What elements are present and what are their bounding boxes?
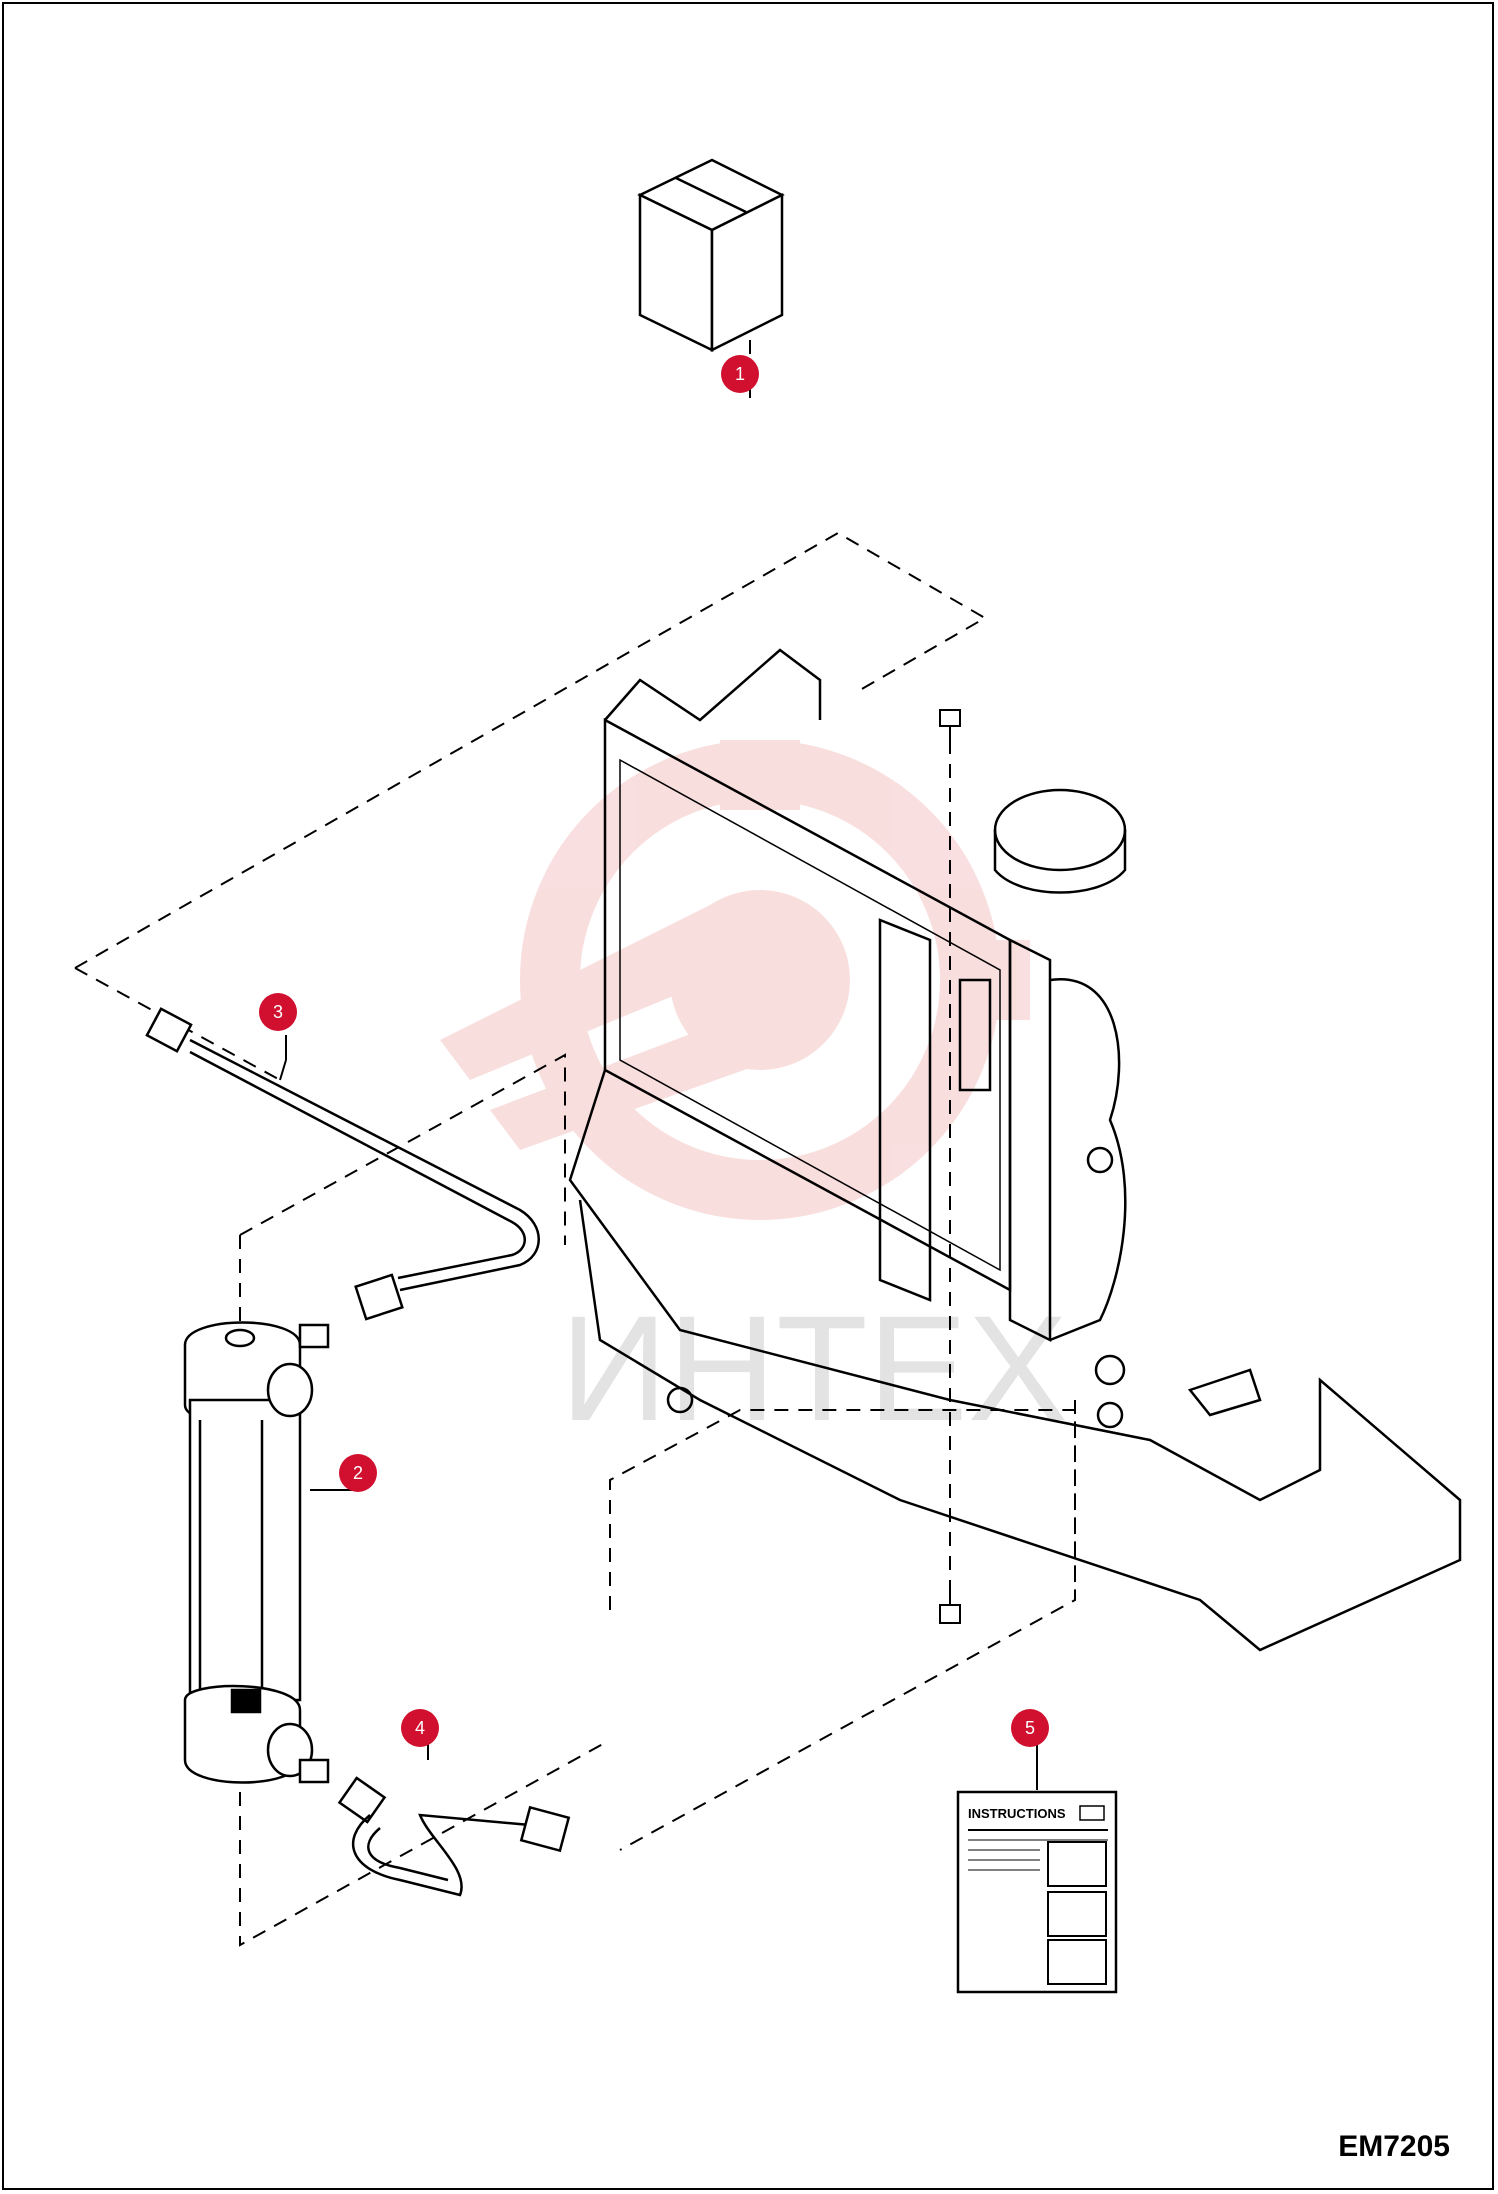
- svg-text:5: 5: [1025, 1718, 1035, 1738]
- svg-text:1: 1: [735, 364, 745, 384]
- upper-hose-drawing: [145, 1007, 540, 1321]
- oil-cooler-drawing: [183, 1321, 330, 1784]
- bolt-bottom: [939, 1580, 961, 1624]
- callout-5: 5: [1011, 1709, 1049, 1747]
- radiator-assembly: [568, 648, 1462, 1652]
- svg-text:2: 2: [353, 1463, 363, 1483]
- watermark-logo: [440, 740, 1030, 1220]
- instructions-title: INSTRUCTIONS: [968, 1806, 1066, 1821]
- instructions-sheet-drawing: INSTRUCTIONS: [956, 1790, 1118, 1994]
- bolt-top: [939, 709, 961, 748]
- callout-1: 1: [721, 355, 759, 393]
- callout-3: 3: [259, 993, 297, 1031]
- assembly-guide-lines: [74, 531, 1076, 1947]
- svg-text:3: 3: [273, 1002, 283, 1022]
- callout-4: 4: [401, 1709, 439, 1747]
- kit-box-drawing: [637, 158, 785, 353]
- lower-hose-drawing: [337, 1776, 571, 1897]
- svg-text:4: 4: [415, 1718, 425, 1738]
- callout-2: 2: [339, 1454, 377, 1492]
- diagram-code: EM7205: [1338, 2130, 1450, 2163]
- watermark-text: ИНТЕХ: [560, 1284, 1068, 1452]
